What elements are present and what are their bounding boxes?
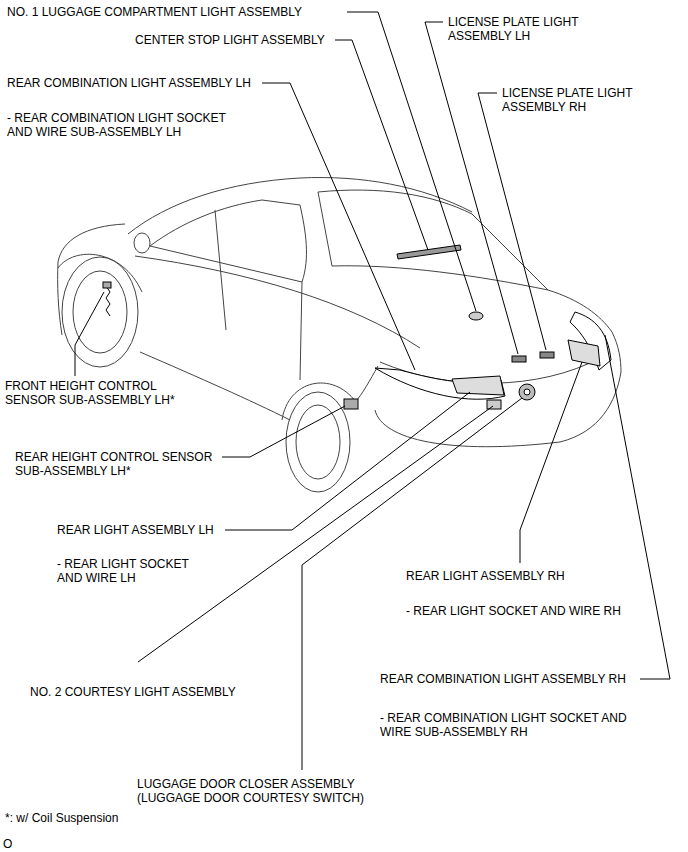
- rear-height-sensor: [344, 399, 358, 409]
- part-label: - REAR LIGHT SOCKET AND WIRE RH: [406, 604, 676, 618]
- license-plate-light-lh: [512, 356, 526, 362]
- part-label: NO. 2 COURTESY LIGHT ASSEMBLY: [30, 685, 290, 699]
- front-height-sensor-body: [103, 282, 111, 288]
- leader-line: [347, 12, 476, 311]
- belt-line: [135, 256, 420, 348]
- part-label: - REAR LIGHT SOCKET AND WIRE LH: [57, 557, 202, 585]
- leader-line: [222, 406, 345, 457]
- front-tire: [62, 257, 138, 367]
- leader-line: [478, 93, 546, 350]
- rear-corner: [612, 332, 621, 372]
- part-label: REAR LIGHT ASSEMBLY RH: [406, 569, 656, 583]
- leader-line: [605, 335, 670, 679]
- part-label: LICENSE PLATE LIGHT ASSEMBLY LH: [448, 15, 618, 43]
- luggage-door-closer: [519, 384, 535, 400]
- rear-light-lh: [452, 376, 504, 395]
- part-label: LUGGAGE DOOR CLOSER ASSEMBLY (LUGGAGE DO…: [137, 777, 377, 805]
- rear-rim: [296, 405, 340, 479]
- parts: [103, 245, 611, 409]
- side-window: [150, 200, 306, 282]
- part-label: - REAR COMBINATION LIGHT SOCKET AND WIRE…: [380, 711, 645, 739]
- part-label: LICENSE PLATE LIGHT ASSEMBLY RH: [502, 86, 672, 114]
- luggage-door-closer-gear: [524, 389, 530, 395]
- part-label: NO. 1 LUGGAGE COMPARTMENT LIGHT ASSEMBLY: [7, 5, 367, 19]
- rear-combination-light-lh: [375, 368, 505, 399]
- luggage-compartment-light: [469, 312, 483, 320]
- rear-tire: [286, 392, 350, 492]
- part-label: *: w/ Coil Suspension: [5, 811, 225, 825]
- license-plate-light-rh: [540, 352, 554, 358]
- leader-line: [425, 22, 518, 354]
- center-stop-light: [397, 245, 461, 259]
- side-sill: [140, 352, 290, 420]
- part-label: O: [3, 837, 43, 851]
- part-label: FRONT HEIGHT CONTROL SENSOR SUB-ASSEMBLY…: [5, 379, 190, 407]
- quarter-panel: [355, 366, 378, 402]
- rear-light-rh: [568, 340, 600, 366]
- part-label: REAR LIGHT ASSEMBLY LH: [57, 523, 307, 537]
- door-line: [215, 210, 226, 330]
- front-fender: [58, 262, 62, 335]
- part-label: REAR COMBINATION LIGHT ASSEMBLY LH: [7, 76, 307, 90]
- part-label: CENTER STOP LIGHT ASSEMBLY: [135, 33, 395, 47]
- courtesy-light: [487, 400, 501, 409]
- part-label: - REAR COMBINATION LIGHT SOCKET AND WIRE…: [7, 111, 241, 139]
- leader-line: [75, 292, 104, 376]
- part-label: REAR HEIGHT CONTROL SENSOR SUB-ASSEMBLY …: [15, 450, 230, 478]
- front-height-sensor: [106, 286, 110, 316]
- part-label: REAR COMBINATION LIGHT ASSEMBLY RH: [380, 672, 670, 686]
- front-rim: [73, 271, 127, 353]
- door-line: [300, 282, 302, 380]
- door-mirror: [134, 233, 150, 253]
- leader-line: [225, 392, 470, 530]
- leader-line: [262, 83, 415, 370]
- car-body: [58, 178, 621, 492]
- leader-line: [520, 362, 582, 563]
- hood-line: [58, 224, 125, 262]
- front-arch: [58, 254, 142, 292]
- rear-window: [318, 190, 548, 290]
